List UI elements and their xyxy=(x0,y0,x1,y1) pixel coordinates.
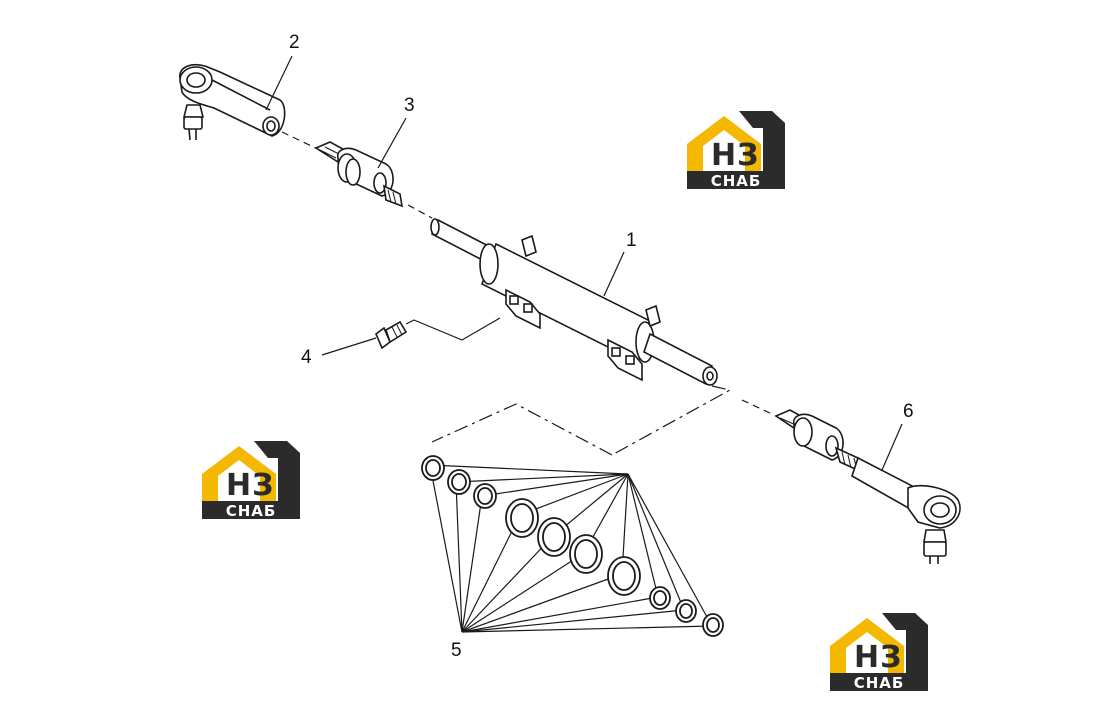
bolt xyxy=(375,320,408,350)
tie-rod-end-right xyxy=(774,409,961,564)
tie-rod-end-left xyxy=(179,63,286,141)
svg-text:НЗ: НЗ xyxy=(711,138,759,173)
svg-text:НЗ: НЗ xyxy=(226,468,274,503)
callout-2: 2 xyxy=(289,32,300,53)
brand-logo: НЗ СНАБ xyxy=(830,613,928,692)
svg-text:СНАБ: СНАБ xyxy=(711,172,762,190)
callout-1: 1 xyxy=(626,230,637,251)
callout-3: 3 xyxy=(404,95,415,116)
brand-logo: НЗ СНАБ xyxy=(687,111,785,190)
svg-text:СНАБ: СНАБ xyxy=(226,502,277,520)
callout-6: 6 xyxy=(903,401,914,422)
svg-text:СНАБ: СНАБ xyxy=(854,674,905,692)
seal-kit xyxy=(421,455,724,637)
leader-lines xyxy=(265,55,903,471)
svg-text:НЗ: НЗ xyxy=(854,640,902,675)
callout-5: 5 xyxy=(451,640,462,661)
callout-4: 4 xyxy=(301,347,312,368)
adjuster-sleeve xyxy=(314,141,404,208)
hydraulic-cylinder xyxy=(430,218,718,386)
brand-logo: НЗ СНАБ xyxy=(202,441,300,520)
